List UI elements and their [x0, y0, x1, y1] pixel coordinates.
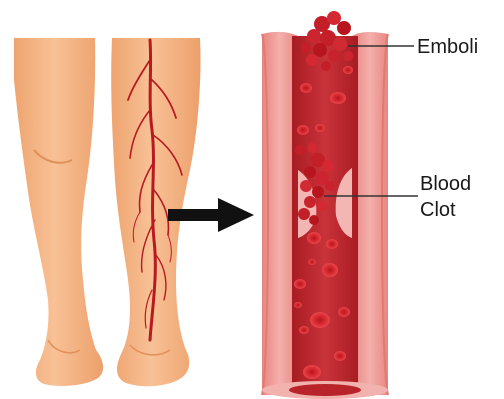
left-leg-shape	[14, 38, 103, 386]
blood-clot-label-line1: Blood	[420, 172, 471, 196]
left-leg	[14, 38, 103, 386]
blood-vessel	[262, 32, 388, 399]
blood-clot-label-line2: Clot	[420, 198, 456, 222]
emboli-label: Emboli	[417, 35, 478, 59]
